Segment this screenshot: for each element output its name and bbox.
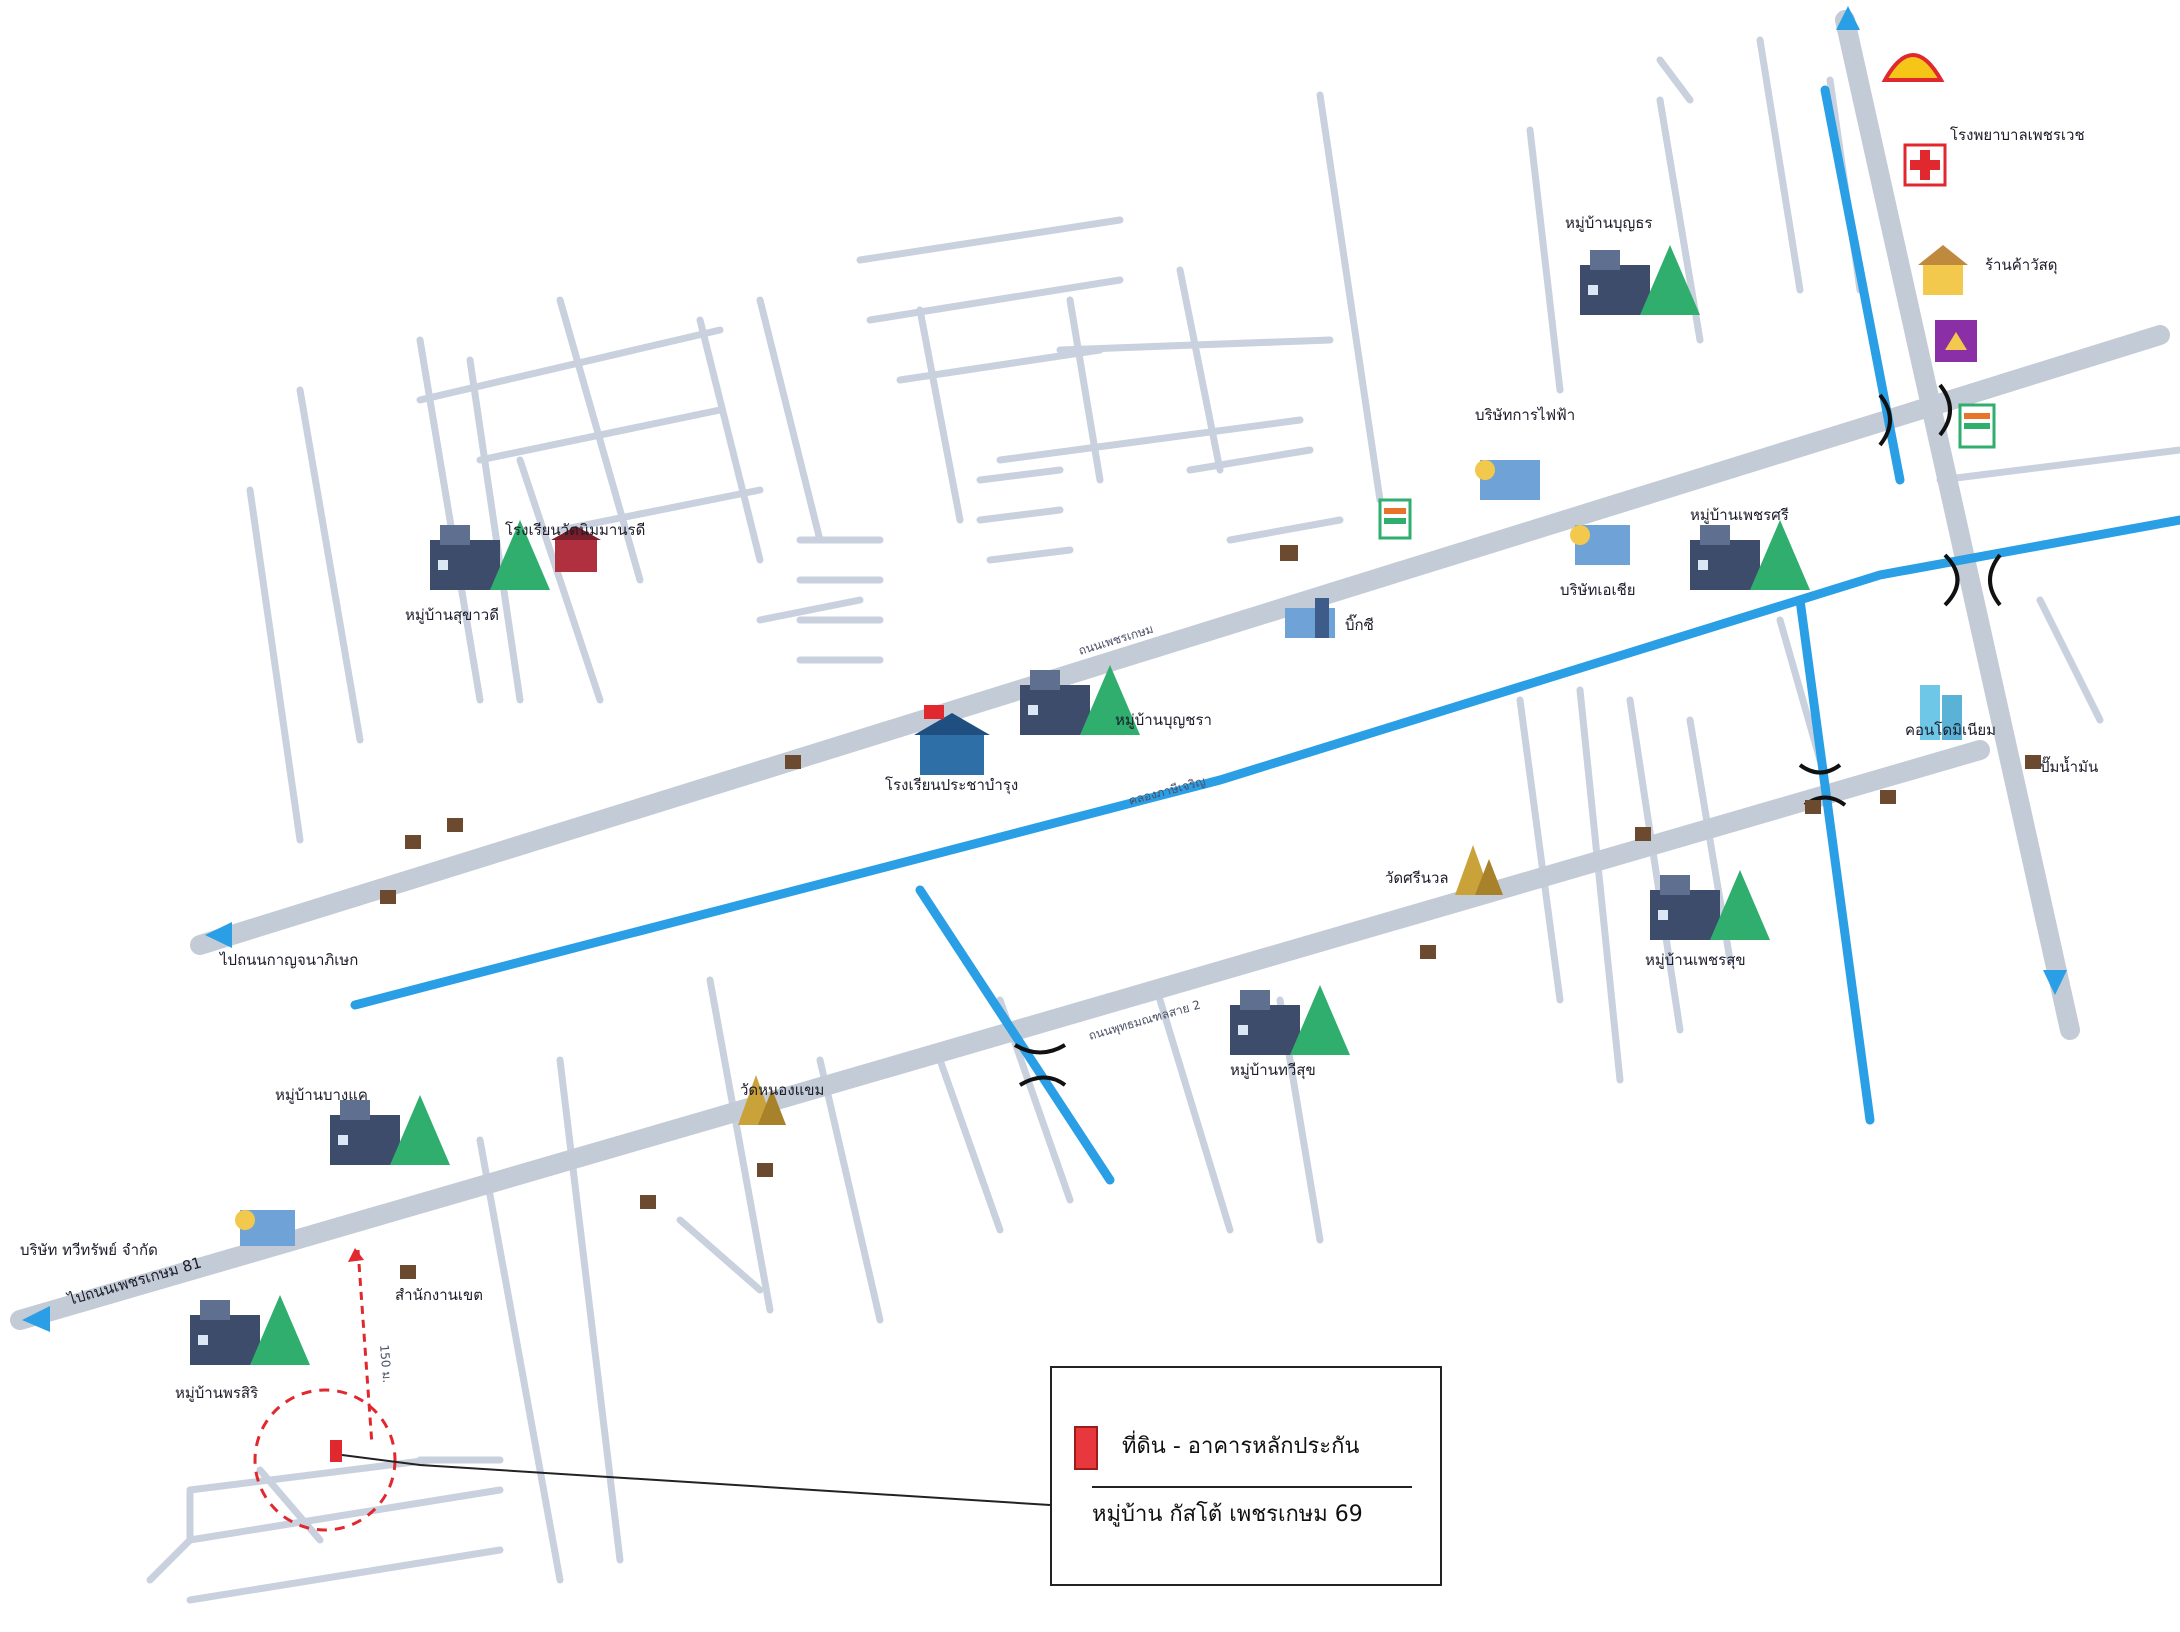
label-village-right: หมู่บ้านเพชรศรี xyxy=(1690,506,1789,524)
label-village-lower-right: หมู่บ้านเพชรสุข xyxy=(1645,951,1746,970)
village-icon-5 xyxy=(1650,870,1770,940)
shop-icon xyxy=(1918,245,1968,295)
label-hospital: โรงพยาบาลเพชรเวช xyxy=(1950,126,2085,144)
bank-icon xyxy=(1935,320,1977,362)
village-icon-4 xyxy=(1690,520,1810,590)
label-bldg-tower: คอนโดมิเนียม xyxy=(1905,721,1996,739)
label-road-left-upper: ไปถนนกาญจนาภิเษก xyxy=(219,951,358,969)
shell-icon xyxy=(1881,53,1945,82)
legend-swatch xyxy=(1074,1426,1098,1470)
legend-divider xyxy=(1092,1486,1412,1488)
arrow-left-upper xyxy=(205,922,232,948)
company-icon-1 xyxy=(1475,460,1540,500)
school-icon-1 xyxy=(551,526,601,572)
canal-main xyxy=(350,515,2180,1010)
road-petchkasem-upper xyxy=(190,325,2170,955)
site-marker: 150 ม. xyxy=(253,1248,1051,1532)
mall-icon xyxy=(1285,598,1335,638)
canal-north xyxy=(1820,85,1905,485)
tower-icon xyxy=(1920,685,1962,740)
hospital-icon xyxy=(1903,143,1947,187)
label-village-left: หมู่บ้านสุขาวดี xyxy=(405,606,499,625)
small-house-markers xyxy=(380,545,2041,1279)
label-village-mid: หมู่บ้านบุญชรา xyxy=(1115,711,1212,730)
seven-eleven-icon xyxy=(1958,403,1996,449)
label-office-left: สำนักงานเขต xyxy=(395,1286,483,1304)
temple-icon-1 xyxy=(1455,845,1503,895)
road-vertical-right xyxy=(1835,10,2080,1040)
arrow-bottom xyxy=(2043,970,2067,995)
label-shop: ร้านค้าวัสดุ xyxy=(1985,256,2058,275)
village-icon-3 xyxy=(1020,665,1140,735)
bridges xyxy=(1013,383,2002,1087)
main-roads xyxy=(10,10,2170,1330)
label-village-bottom-left: หมู่บ้านบางแค xyxy=(275,1086,368,1104)
legend-subtitle: หมู่บ้าน กัสโต้ เพชรเกษม 69 xyxy=(1092,1502,1363,1527)
seven-eleven-icon-2 xyxy=(1378,498,1412,540)
label-village-lower-mid: หมู่บ้านทวีสุข xyxy=(1230,1061,1316,1080)
label-village-top: หมู่บ้านบุญธร xyxy=(1565,214,1653,233)
legend-box: ที่ดิน - อาคารหลักประกัน หมู่บ้าน กัสโต้… xyxy=(1050,1366,1442,1586)
village-icon-8 xyxy=(190,1295,310,1365)
company-icon-3 xyxy=(235,1210,295,1246)
direction-arrows xyxy=(22,6,2067,1332)
label-school-center: โรงเรียนประชาบำรุง xyxy=(885,776,1018,795)
company-icon-2 xyxy=(1570,525,1630,565)
label-company-mid: บริษัทเอเชีย xyxy=(1560,581,1636,599)
arrow-top xyxy=(1836,6,1860,30)
label-distance: 150 ม. xyxy=(377,1344,394,1384)
label-company-bottom: บริษัท ทวีทรัพย์ จำกัด xyxy=(20,1241,158,1259)
canals xyxy=(350,85,2180,1185)
temple-icon-2 xyxy=(738,1075,786,1125)
labels: โรงพยาบาลเพชรเวช ร้านค้าวัสดุ หมู่บ้านบุ… xyxy=(20,126,2098,1402)
label-temple-right: วัดศรีนวล xyxy=(1385,869,1449,887)
village-icon-2 xyxy=(1580,245,1700,315)
label-gas-right: ปั๊มน้ำมัน xyxy=(2040,756,2098,776)
label-temple-lower: วัดหนองแขม xyxy=(740,1081,824,1099)
village-icon-7 xyxy=(330,1095,450,1165)
legend-title: ที่ดิน - อาคารหลักประกัน xyxy=(1122,1434,1360,1459)
school-icon-2 xyxy=(914,705,990,775)
road-lower xyxy=(10,740,1990,1330)
label-bldg-right: บิ๊กซี xyxy=(1345,614,1374,634)
label-village-site: หมู่บ้านพรสิริ xyxy=(175,1384,258,1402)
canal-south xyxy=(915,885,1115,1185)
village-icon-1 xyxy=(430,520,550,590)
arrow-left-lower xyxy=(22,1306,50,1332)
village-icon-6 xyxy=(1230,985,1350,1055)
label-company-top: บริษัทการไฟฟ้า xyxy=(1475,406,1575,424)
canal-right xyxy=(1795,595,1875,1125)
label-school-top-left: โรงเรียนวัดนิมมานรดี xyxy=(505,521,645,539)
